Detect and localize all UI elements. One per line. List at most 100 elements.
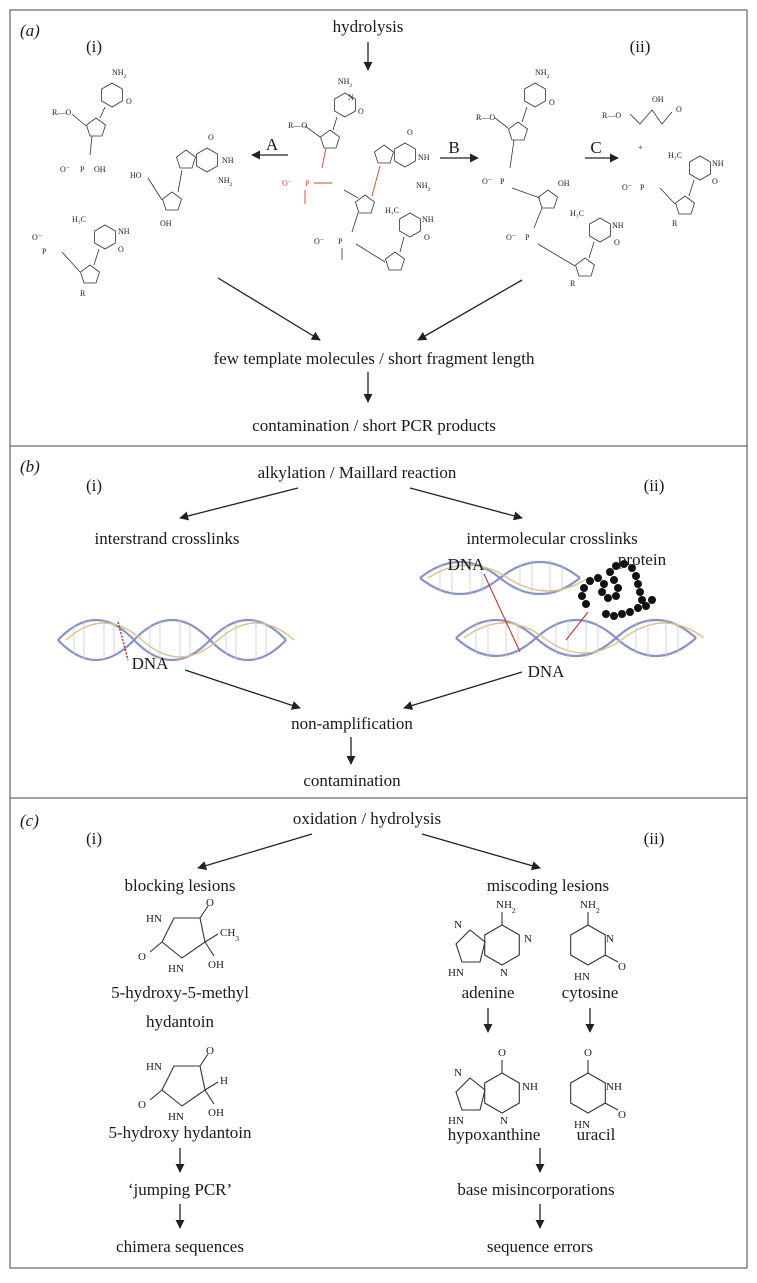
panel-b-arrow-left	[179, 487, 299, 521]
chem-label: O	[138, 1099, 146, 1111]
chem-label: R—O	[602, 111, 621, 120]
chem-label: OH	[652, 95, 664, 104]
arrow-b-label: B	[448, 138, 459, 157]
chem-label: N	[454, 919, 462, 931]
chem-label: NH	[422, 215, 434, 224]
panel-c-blocking-label: blocking lesions	[125, 876, 236, 895]
hydroxy-methyl-hydantoin-structure: HN O CH3 O HN OH	[138, 897, 239, 975]
chem-label: HN	[146, 1061, 162, 1073]
chem-label: O	[676, 105, 682, 114]
panel-b-result2: contamination	[303, 771, 401, 790]
chem-label: R—O	[288, 121, 307, 130]
panel-b-frame	[9, 445, 748, 799]
chem-label: R—O	[52, 108, 71, 117]
panel-b-protein-label: protein	[618, 550, 667, 569]
chem-label: HO	[130, 171, 142, 180]
panel-a-result1: few template molecules / short fragment …	[213, 349, 535, 368]
chem-label: P	[525, 233, 530, 242]
panel-b-left-title: interstrand crosslinks	[95, 529, 240, 548]
panel-b-right-title: intermolecular crosslinks	[466, 529, 637, 548]
chem-label: H	[220, 1075, 228, 1087]
panel-b-top-label: alkylation / Maillard reaction	[258, 463, 457, 482]
chem-label: HN	[574, 971, 590, 983]
panel-a-top-label: hydrolysis	[333, 17, 404, 36]
panel-a-converge-right	[417, 279, 523, 341]
chem-label: O⁻	[282, 179, 292, 188]
chem-label: HN	[168, 1111, 184, 1123]
chem-label: +	[638, 143, 643, 152]
right-dna-helices	[419, 560, 705, 658]
chem-label: P	[640, 183, 645, 192]
panel-c-chimera-label: chimera sequences	[116, 1237, 244, 1256]
chem-label: HN	[146, 913, 162, 925]
hydroxy-hydantoin-structure: HN O H O HN OH	[138, 1045, 228, 1123]
chem-label: OH	[558, 179, 570, 188]
panel-c-arrow-left	[197, 833, 313, 871]
panel-b-sub-ii: (ii)	[644, 476, 665, 495]
chem-label: N	[500, 1115, 508, 1127]
chem-label: NH	[418, 153, 430, 162]
panel-c-mol1-line1: 5-hydroxy-5-methyl	[111, 983, 249, 1002]
chem-label: P	[500, 177, 505, 186]
central-trinucleotide-structure: NH2 O N R—O P O⁻ O NH NH2 P O⁻ H₃C NH O	[282, 77, 434, 271]
chem-label: HN	[448, 1115, 464, 1127]
chem-label: O	[138, 951, 146, 963]
uracil-structure: O NH O HN	[570, 1047, 626, 1131]
chem-label: NH	[612, 221, 624, 230]
panel-c-sub-i: (i)	[86, 829, 102, 848]
chem-label: O⁻	[32, 233, 42, 242]
chem-label: R—O	[476, 113, 495, 122]
chem-label: O	[407, 128, 413, 137]
chem-label: O	[498, 1047, 506, 1059]
panel-c-arrow-right	[421, 833, 541, 871]
chem-label: P	[305, 179, 310, 188]
chem-label: O	[549, 98, 555, 107]
chem-label: O⁻	[506, 233, 516, 242]
chem-label: O	[618, 1109, 626, 1121]
panel-c-adenine-label: adenine	[462, 983, 515, 1002]
chem-label: R	[570, 279, 576, 288]
panel-a-sub-ii: (ii)	[630, 37, 651, 56]
adenine-structure: NH2 N N N HN	[448, 899, 532, 979]
panel-a-converge-left	[217, 277, 321, 341]
panel-c-label: (c)	[20, 811, 39, 830]
panel-b-dna-right-top-label: DNA	[448, 555, 486, 574]
panel-c-miscoding-label: miscoding lesions	[487, 876, 609, 895]
chem-label: P	[42, 247, 47, 256]
chem-label: NH	[522, 1081, 538, 1093]
chem-label: O	[358, 107, 364, 116]
chem-label: P	[80, 165, 85, 174]
chem-label: P	[338, 237, 343, 246]
chem-label: O⁻	[60, 165, 70, 174]
panel-c-sub-ii: (ii)	[644, 829, 665, 848]
chem-label: NH	[606, 1081, 622, 1093]
chem-label: NH2	[112, 68, 127, 80]
panel-b-converge-right	[403, 671, 523, 710]
chem-label: NH	[712, 159, 724, 168]
protein-bead-chain	[578, 560, 656, 620]
chem-label: H₃C	[668, 151, 682, 160]
panel-c-uracil-label: uracil	[577, 1125, 616, 1144]
chem-label: NH2	[416, 181, 431, 193]
left-hydrolysis-products: NH2 O R—O P O⁻ OH O NH NH2 HO OH H₃C NH …	[32, 68, 234, 298]
chem-label: R	[80, 289, 86, 298]
chem-label: H₃C	[72, 215, 86, 224]
hypoxanthine-structure: O N NH N HN	[448, 1047, 538, 1127]
chem-label: HN	[168, 963, 184, 975]
chem-label: N	[524, 933, 532, 945]
cytosine-structure: NH2 N O HN	[570, 899, 626, 983]
chem-label: NH2	[218, 176, 233, 188]
panel-c-misincorp-label: base misincorporations	[457, 1180, 614, 1199]
chem-label: O⁻	[622, 183, 632, 192]
chem-label: R	[672, 219, 678, 228]
panel-b-sub-i: (i)	[86, 476, 102, 495]
chem-label: OH	[94, 165, 106, 174]
panel-c-hypoxanthine-label: hypoxanthine	[448, 1125, 541, 1144]
left-dna-helix	[57, 618, 295, 662]
chem-label: CH3	[220, 927, 239, 943]
chem-label: O	[584, 1047, 592, 1059]
chem-label: NH	[222, 156, 234, 165]
chem-label: O	[206, 1045, 214, 1057]
chem-label: O	[424, 233, 430, 242]
arrow-c-label: C	[590, 138, 601, 157]
